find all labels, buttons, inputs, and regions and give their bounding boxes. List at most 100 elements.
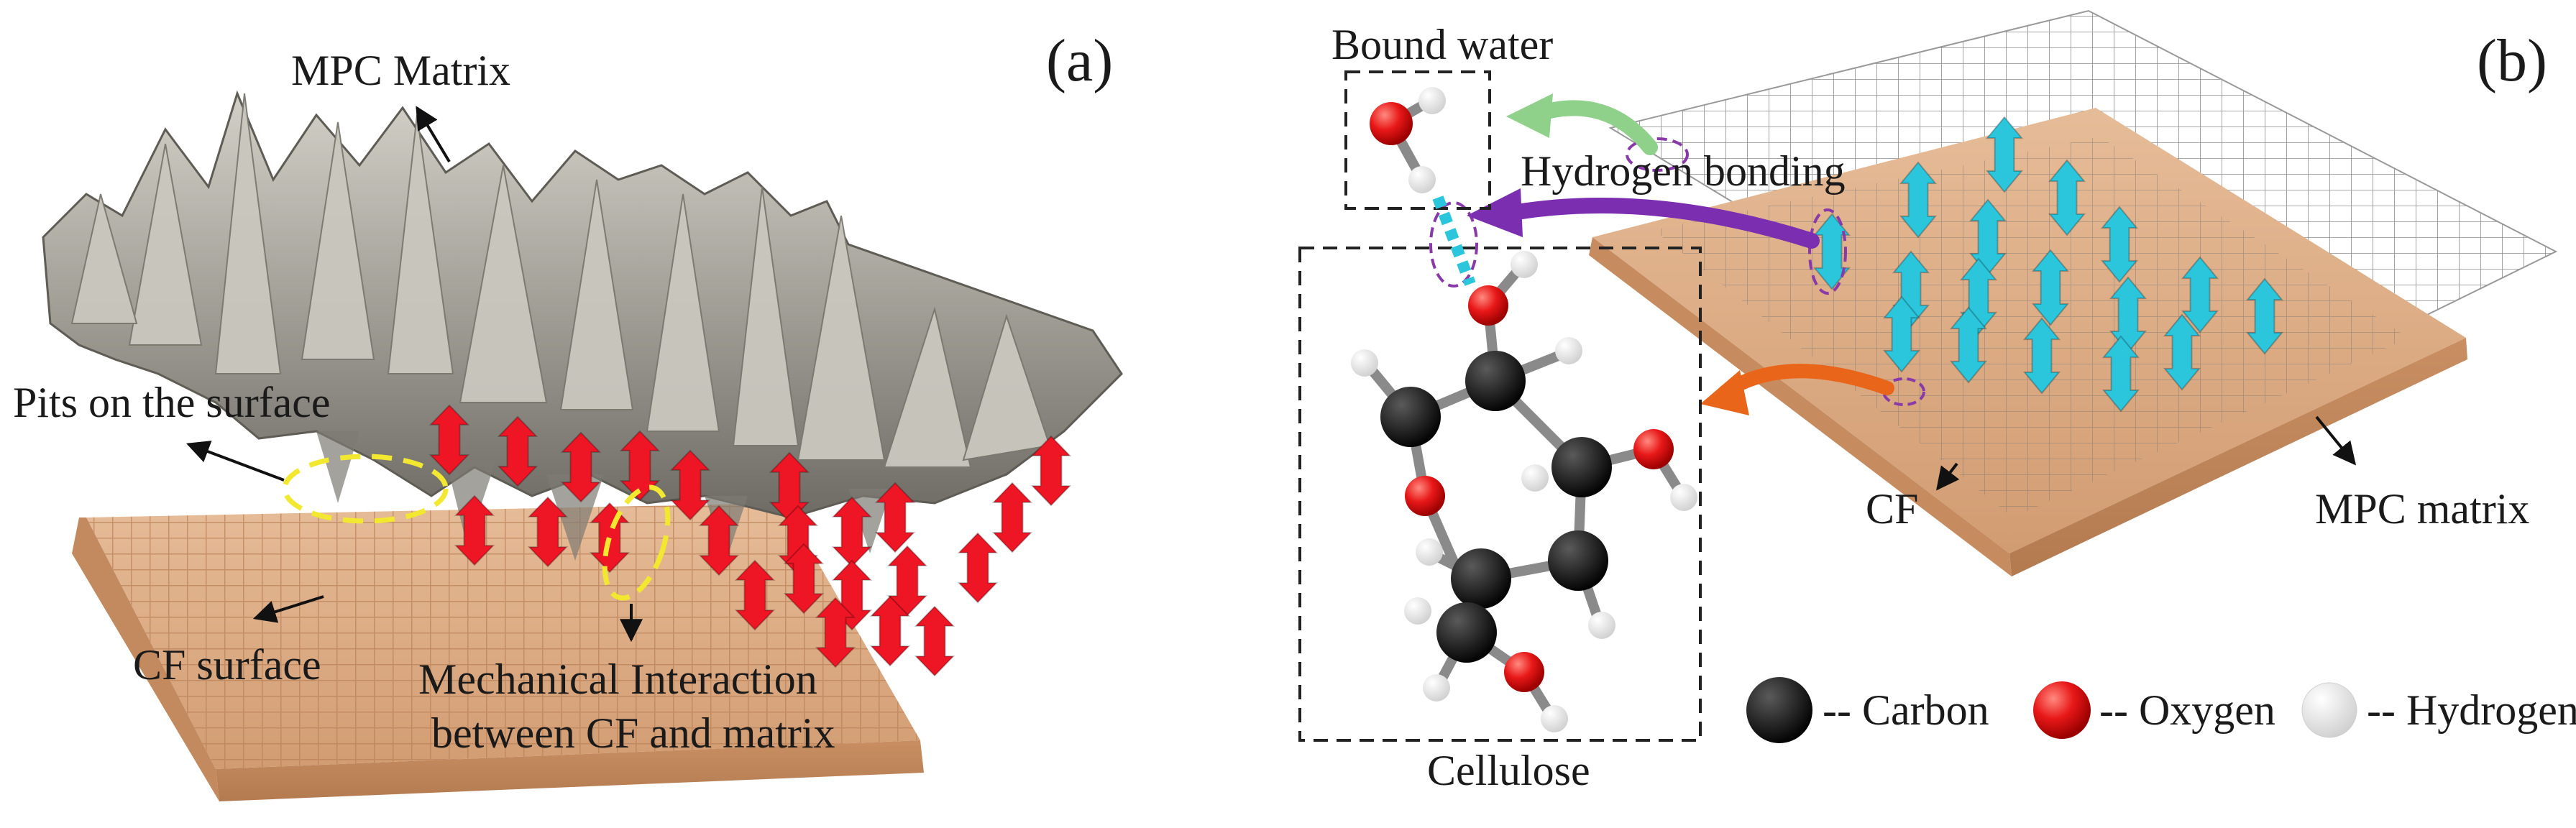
cf-label-b: CF: [1866, 485, 1918, 533]
carbon-atom: [1551, 437, 1612, 497]
cyan-double-arrow: [2048, 159, 2086, 236]
cf-surface-pointer-line: [252, 595, 324, 623]
red-double-arrow: [869, 595, 911, 667]
water-hydrogen-atom: [1418, 87, 1446, 114]
legend-hydrogen-swatch: [2301, 682, 2357, 738]
cyan-double-arrow: [2022, 317, 2061, 395]
cyan-double-arrow: [2101, 335, 2140, 413]
oxygen-atom: [1468, 285, 1508, 326]
red-double-arrow: [734, 559, 776, 631]
matrix-label-b: MPC matrix: [2315, 485, 2529, 533]
carbon-atom: [1451, 548, 1511, 609]
red-double-arrow: [527, 496, 569, 568]
legend-oxygen-label: -- Oxygen: [2099, 686, 2275, 734]
bonding-site-highlight: [1808, 208, 1847, 295]
panel-b: -- Carbon -- Oxygen -- Hydrogen (b) Boun…: [1298, 9, 2576, 794]
cyan-double-arrow: [1949, 306, 1988, 384]
hydrogen-atom: [1351, 349, 1378, 377]
hydrogen-atom: [1404, 597, 1431, 625]
hydrogen-bond-arrows: [1812, 116, 2284, 413]
red-double-arrow: [428, 404, 470, 476]
hydrogen-atom: [1588, 612, 1615, 639]
red-double-arrow: [454, 494, 495, 566]
oxygen-atom: [1633, 429, 1674, 469]
cellulose-molecule: [1351, 251, 1697, 732]
carbon-atom: [1465, 351, 1526, 411]
cf-fabric-slab-a: [72, 503, 924, 801]
cyan-double-arrow: [2031, 249, 2070, 326]
legend-carbon-label: -- Carbon: [1823, 686, 1989, 734]
hydrogen-atom: [1521, 464, 1549, 492]
cellulose-site-highlight: [1882, 377, 1925, 406]
hydrogen-bond-link: [1432, 196, 1476, 286]
red-double-arrow: [991, 482, 1033, 553]
red-double-arrow: [914, 605, 955, 677]
red-double-arrow: [497, 415, 538, 487]
matrix-pointer-line: [416, 106, 451, 163]
purple-arrowhead: [1467, 188, 1523, 237]
mechanical-interaction-arrows: [428, 404, 1072, 677]
bond-link-highlight: [1429, 201, 1478, 288]
red-double-arrow: [874, 482, 916, 553]
legend-hydrogen-label: -- Hydrogen: [2367, 686, 2576, 734]
panel-a: (a) MPC Matrix Pits on the surface CF su…: [13, 27, 1123, 801]
bound-water-box: [1344, 70, 1491, 210]
purple-curved-arrow: [1509, 198, 1820, 249]
interaction-highlight-ellipse: [602, 484, 671, 601]
green-arrowhead: [1506, 93, 1553, 138]
cyan-double-arrow: [1899, 161, 1938, 239]
hydrogen-atom: [1541, 705, 1568, 732]
cyan-double-arrow: [2163, 313, 2201, 391]
pits-label: Pits on the surface: [13, 379, 331, 426]
hydrogen-atom: [1416, 538, 1443, 566]
interaction-label-line2: between CF and matrix: [431, 709, 835, 757]
bound-water-label: Bound water: [1331, 21, 1553, 68]
legend-oxygen-swatch: [2033, 681, 2091, 739]
water-oxygen-atom: [1370, 102, 1413, 145]
hydrogen-atom: [1555, 337, 1582, 364]
red-double-arrow: [560, 431, 602, 503]
panel-b-label: (b): [2477, 27, 2547, 94]
matrix-pointer-line-b: [2315, 415, 2357, 466]
atom-legend: -- Carbon -- Oxygen -- Hydrogen: [1746, 677, 2576, 743]
cyan-double-arrow: [1985, 116, 2024, 193]
water-molecule: [1370, 87, 1446, 193]
carbon-atom: [1548, 530, 1608, 591]
oxygen-atom: [1504, 652, 1544, 692]
cyan-double-arrow: [2181, 256, 2219, 334]
red-double-arrow: [783, 543, 825, 615]
panel-a-label: (a): [1046, 27, 1113, 94]
water-site-highlight: [1626, 137, 1689, 172]
orange-arrowhead: [1700, 370, 1749, 415]
pits-highlight-ellipse: [282, 454, 449, 524]
cyan-double-arrow: [1882, 295, 1921, 373]
pits-pointer-line: [186, 441, 285, 482]
carbon-atom: [1380, 387, 1441, 447]
hydrogen-atom: [1511, 251, 1538, 278]
cyan-double-arrow: [2245, 277, 2284, 355]
legend-carbon-swatch: [1746, 677, 1812, 743]
carbon-atom: [1436, 602, 1497, 663]
hydrogen-atom: [1670, 484, 1697, 511]
cellulose-box: [1298, 247, 1702, 742]
hydrogen-bonding-label: Hydrogen bonding: [1521, 147, 1846, 195]
matrix-label-a: MPC Matrix: [291, 47, 510, 94]
hydrogen-atom: [1423, 674, 1450, 702]
red-double-arrow: [957, 532, 999, 604]
red-double-arrow: [669, 449, 711, 521]
cellulose-label: Cellulose: [1427, 747, 1590, 794]
green-curved-arrow: [1531, 100, 1658, 155]
water-hydrogen-atom: [1408, 166, 1436, 193]
red-double-arrow: [1030, 435, 1072, 507]
oxygen-atom: [1405, 476, 1445, 516]
red-double-arrow: [619, 430, 661, 502]
cf-pointer-line-b: [1936, 462, 1960, 491]
red-double-arrow: [815, 597, 856, 668]
red-double-arrow: [589, 502, 631, 574]
cyan-double-arrow: [2100, 206, 2139, 283]
cf-surface-label: CF surface: [133, 641, 321, 689]
red-double-arrow: [698, 505, 740, 576]
mpc-matrix-layer: [42, 90, 1123, 561]
interaction-label-line1: Mechanical Interaction: [418, 656, 817, 703]
